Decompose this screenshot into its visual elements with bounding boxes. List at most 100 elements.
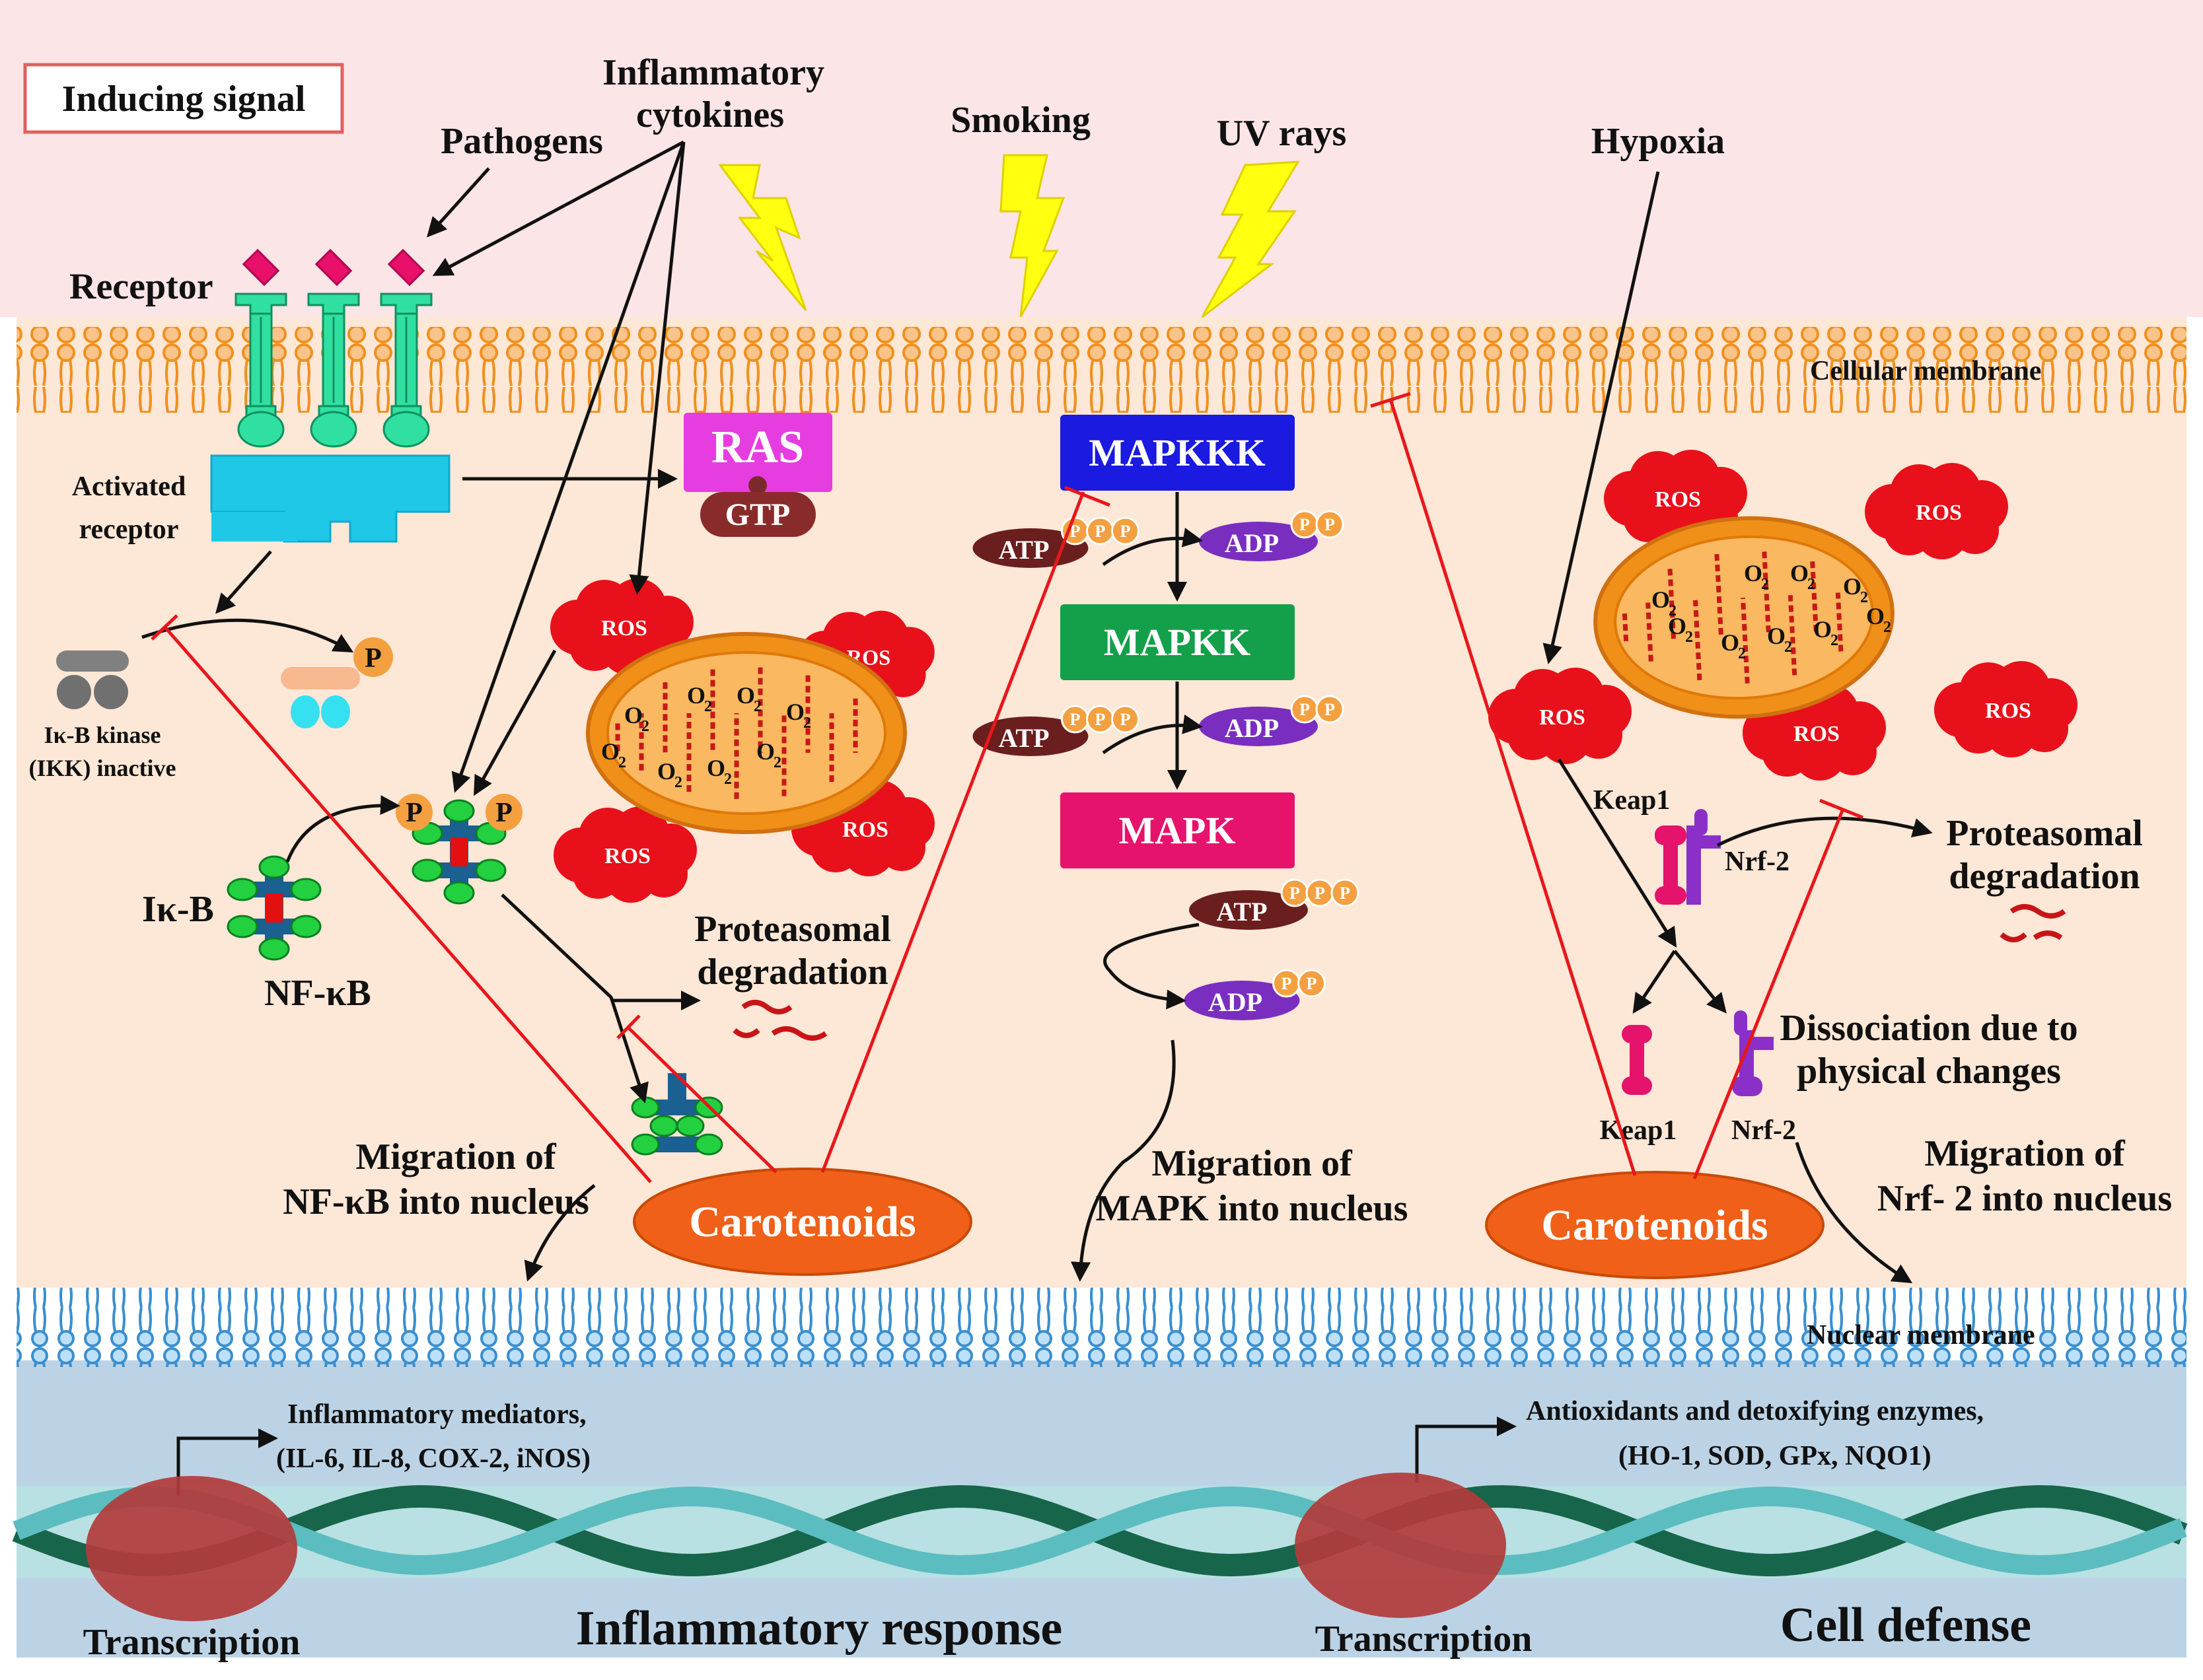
oxygen-o2-label: O	[1866, 603, 1885, 629]
oxygen-o2-subscript: 2	[724, 771, 732, 788]
arrow-pathogen-receptor	[426, 167, 490, 238]
phosphate-p: P	[1120, 710, 1131, 729]
migration-nrf2-label-1: Migration of	[1924, 1133, 2126, 1174]
arrow-nrf2-migration	[1795, 1142, 1913, 1284]
phosphate-p: P	[1324, 515, 1335, 534]
transcription-right-label: Transcription	[1315, 1619, 1533, 1660]
nuclear-membrane	[17, 1288, 2186, 1367]
inflammatory-mediators-label-2: (IL-6, IL-8, COX-2, iNOS)	[276, 1444, 591, 1474]
oxygen-o2-label: O	[1767, 623, 1786, 649]
antioxidants-label-1: Antioxidants and detoxifying enzymes,	[1526, 1396, 1984, 1426]
dna-helix	[12, 1485, 2188, 1578]
phosphate-p: P	[1282, 974, 1292, 993]
oxygen-o2-label: O	[1790, 560, 1809, 586]
keap1-free-icon	[1622, 1025, 1652, 1095]
receptor-2	[307, 248, 360, 448]
phosphate-p: P	[1324, 700, 1335, 719]
inflammatory-response-label: Inflammatory response	[576, 1601, 1063, 1656]
cellular-membrane	[17, 327, 2186, 413]
proteasomal-left-label-2: degradation	[697, 952, 888, 993]
adp-pill-1-label: ADP	[1225, 528, 1279, 558]
rna-polymerase-left	[86, 1476, 297, 1621]
ikb-label: Iκ-B	[142, 889, 214, 930]
oxygen-o2-subscript: 2	[641, 718, 649, 735]
receptors	[235, 248, 433, 448]
oxygen-o2-label: O	[1843, 573, 1861, 600]
keap1-label: Keap1	[1600, 1115, 1677, 1146]
mapkk-box	[1060, 604, 1295, 680]
arrow-mapk-migration	[1071, 1039, 1176, 1282]
nrf2-label: Nrf-2	[1731, 1115, 1796, 1146]
pathogens-label: Pathogens	[441, 121, 603, 162]
arrow-ikk-activation	[141, 618, 354, 652]
oxygen-o2-subscript: 2	[1883, 619, 1891, 636]
ros-label: ROS	[1916, 501, 1962, 525]
mapkk-label: MAPKK	[1104, 621, 1250, 664]
arrow-atp1	[1102, 528, 1203, 567]
mapk-box	[1060, 792, 1295, 868]
arrow-ikb-phosphorylation	[285, 795, 400, 862]
oxygen-o2-subscript: 2	[618, 754, 626, 771]
arrow-hypoxia-ros	[1542, 171, 1660, 664]
ros-label: ROS	[842, 818, 888, 842]
arrow-receptor-ikk	[215, 550, 272, 614]
phosphate-p: P	[1340, 884, 1350, 903]
arrow-nfkb-migration	[524, 1184, 596, 1282]
oxygen-o2-subscript: 2	[1830, 632, 1838, 649]
oxygen-o2-subscript: 2	[704, 698, 712, 715]
ros-cloud-1: ROS	[550, 578, 694, 675]
migration-mapk-label-1: Migration of	[1151, 1143, 1353, 1184]
ikk-active-icon: P	[281, 637, 393, 728]
inflammatory-cytokines-label-2: cytokines	[636, 94, 784, 135]
receptor-1	[235, 248, 287, 448]
ros-cloud-3: ROS	[554, 806, 697, 903]
phosphate-p: P	[1315, 884, 1325, 903]
proteasomal-right-label-2: degradation	[1949, 856, 2140, 897]
nuclear-membrane-label: Nuclear membrane	[1807, 1320, 2035, 1350]
oxygen-o2-label: O	[1651, 586, 1670, 613]
arrow-nfkb-release	[501, 893, 649, 1103]
oxygen-o2-label: O	[756, 738, 775, 765]
ros-cloud-9: ROS	[1934, 661, 2077, 757]
ros-cloud-7: ROS	[1488, 668, 1632, 764]
ros-label: ROS	[1793, 722, 1840, 746]
phosphate-p: P	[1120, 522, 1131, 541]
arrow-keap1-release	[1632, 950, 1677, 1014]
inhibition-lines	[151, 392, 1863, 1183]
gtp-pill	[700, 492, 816, 537]
oxygen-o2-subscript: 2	[774, 754, 781, 771]
arrow-cytokine-ros	[629, 141, 686, 595]
ros-cloud-6: ROS	[1865, 463, 2008, 559]
smoking-lightning-icon-2	[999, 154, 1065, 318]
phosphate-p: P	[1299, 700, 1310, 719]
phosphate-p: P	[1095, 710, 1106, 729]
inducing-signal-label: Inducing signal	[62, 79, 306, 120]
arrow-cytokine-receptor	[432, 140, 685, 276]
arrow-ros-complex	[474, 649, 557, 796]
arrow-to-proteasome-right	[1716, 816, 1933, 847]
receptor-3	[380, 248, 433, 448]
phospho-p: P	[406, 798, 423, 828]
extracellular-region	[0, 0, 2203, 317]
arrow-ros-complex-right	[1557, 758, 1677, 948]
ikb-nfkb-complex-inactive	[227, 855, 322, 961]
oxygen-o2-subscript: 2	[1807, 576, 1815, 593]
arrow-atp2	[1102, 714, 1203, 755]
oxygen-o2-label: O	[707, 755, 725, 781]
migration-nrf2-label-2: Nrf- 2 into nucleus	[1877, 1178, 2172, 1219]
oxygen-o2-label: O	[1668, 613, 1686, 639]
ligand-diamond-icon	[387, 248, 425, 287]
activated-receptor-icon	[210, 454, 451, 543]
inhibit-mapkkk	[820, 491, 1085, 1173]
uv-rays-label: UV rays	[1217, 113, 1347, 154]
atp-pill-2-label: ATP	[998, 723, 1049, 753]
oxygen-o2-label: O	[687, 682, 705, 709]
